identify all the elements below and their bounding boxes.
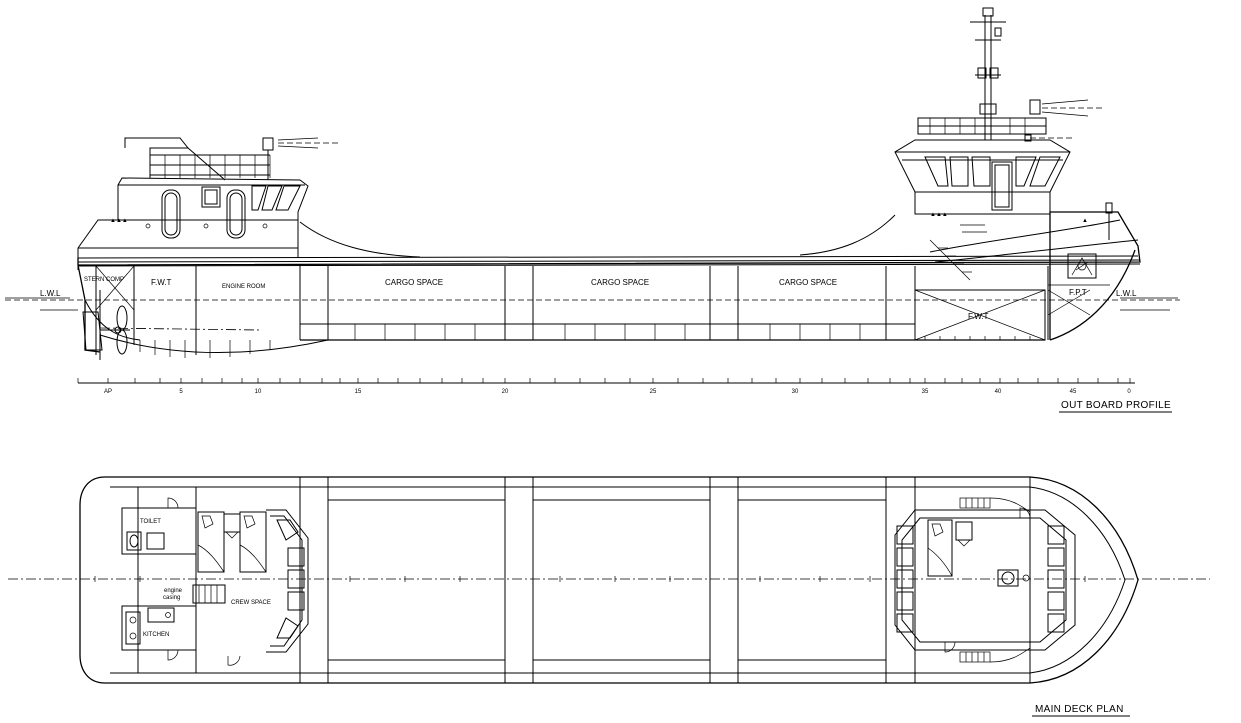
profile-title: OUT BOARD PROFILE (1061, 400, 1171, 411)
label-cargo-2: CARGO SPACE (591, 278, 649, 287)
label-engine-casing-2: casing (163, 595, 180, 601)
label-stern-comp: STERN COMP (84, 277, 124, 283)
label-fwt-aft: F.W.T (151, 278, 172, 287)
label-toilet: TOILET (140, 519, 161, 525)
rudder-propeller (82, 290, 130, 360)
frame-label: 30 (792, 389, 799, 395)
deck-hull-outline (79, 476, 1139, 684)
fwd-deckhouse: ▲▲▲ ▲ (894, 7, 1113, 240)
frame-label: 40 (995, 389, 1002, 395)
frame-label: 35 (922, 389, 929, 395)
label-crew-space: CREW SPACE (231, 600, 271, 606)
svg-text:▲▲▲: ▲▲▲ (930, 212, 948, 218)
label-lwl-fwd: L.W.L (1116, 289, 1137, 298)
label-engine-casing-1: engine (164, 588, 183, 594)
frame-label: 0 (1127, 389, 1131, 395)
label-kitchen: KITCHEN (143, 632, 169, 638)
frame-label: 15 (355, 389, 362, 395)
main-deck-plan: TOILET engine casing CREW SPACE KITCHEN … (8, 476, 1210, 717)
label-engine-room: ENGINE ROOM (222, 284, 265, 290)
frame-label: AP (104, 389, 112, 395)
label-cargo-3: CARGO SPACE (779, 278, 837, 287)
aft-deckhouse-plan (121, 487, 309, 673)
frame-label: 25 (650, 389, 657, 395)
label-fwt-fwd: F.W.T (968, 312, 989, 321)
frame-label: 10 (255, 389, 262, 395)
frame-scale: AP 5 10 15 20 25 30 35 40 45 0 (77, 378, 1135, 395)
label-lwl-aft: L.W.L (40, 289, 61, 298)
label-cargo-1: CARGO SPACE (385, 278, 443, 287)
label-fpt: F.P.T (1069, 288, 1087, 297)
frame-label: 5 (179, 389, 183, 395)
frame-label: 20 (502, 389, 509, 395)
svg-text:▲▲▲: ▲▲▲ (110, 218, 128, 224)
deck-plan-title: MAIN DECK PLAN (1035, 704, 1124, 715)
frame-label: 45 (1070, 389, 1077, 395)
outboard-profile: ▲▲▲ (5, 7, 1180, 413)
fwd-deckhouse-plan (894, 497, 1076, 663)
aft-deckhouse: ▲▲▲ (77, 137, 340, 258)
svg-text:▲: ▲ (1082, 218, 1088, 224)
